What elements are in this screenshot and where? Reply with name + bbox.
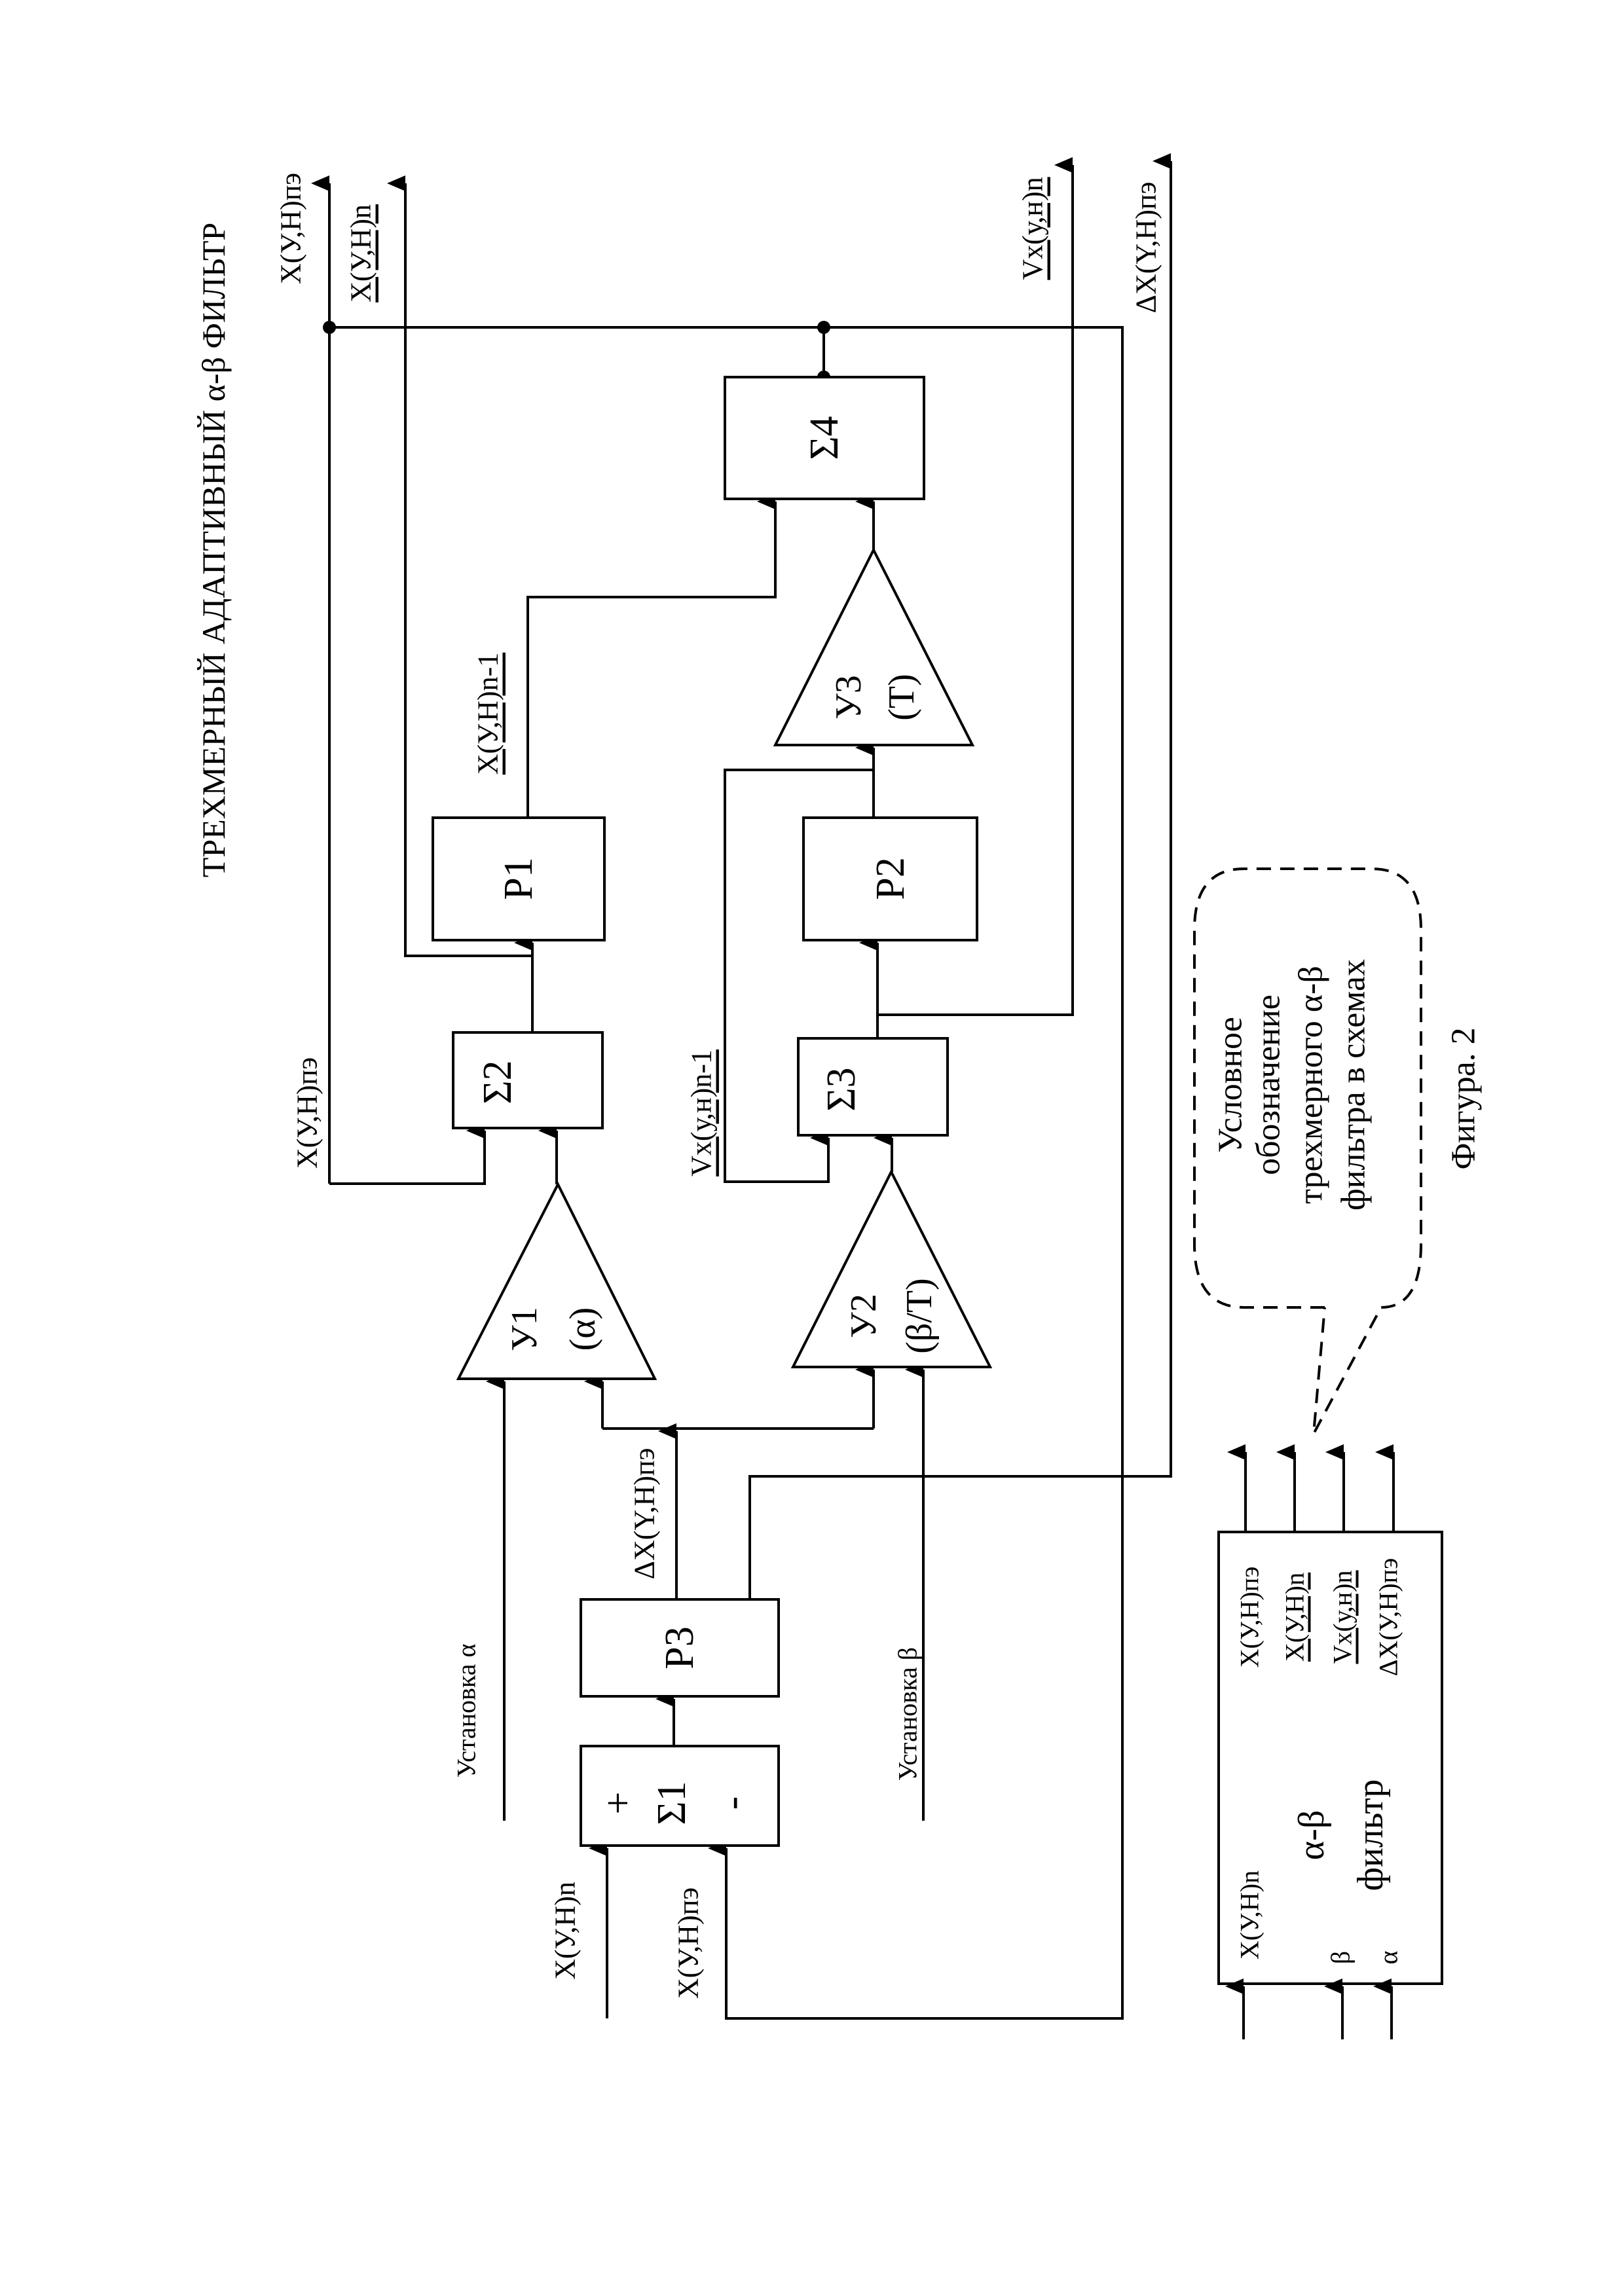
label-input-x-n: X(У,Н)n [549,1882,581,1980]
amp3-gain: (Т) [881,674,922,721]
sigma4-label: Σ4 [802,416,847,460]
amp2-label: У2 [843,1294,884,1338]
sigma1-minus-sign: - [710,1796,754,1810]
callout-line: обозначение [1250,994,1287,1175]
junction-dot [817,321,830,334]
symbol-input-label: β [1326,1951,1356,1964]
sigma2-label: Σ2 [475,1060,520,1104]
symbol-output-label: X(У,Н)пэ [1235,1567,1264,1668]
symbol-output-label: Vx(у,н)n [1328,1571,1357,1664]
label-x-pe-sigma2: X(У,Н)пэ [291,1057,323,1169]
label-input-x-pe: X(У,Н)пэ [673,1887,705,1999]
callout-line: трехмерного α-β [1293,966,1330,1204]
diagram-title: ТРЕХМЕРНЫЙ АДАПТИВНЫЙ α-β ФИЛЬТР [195,223,232,878]
junction-dot [323,321,336,334]
amp2-triangle [793,1172,990,1367]
filter-symbol-block: X(У,Н)пэ X(У,Н)n Vx(у,н)n ΔX(У,Н)пэ α-β … [1219,1452,1442,2039]
symbol-input-label: X(У,Н)n [1235,1870,1264,1959]
output-label-x-pe: X(У,Н)пэ [275,173,307,284]
output-label-vx-n: Vx(у,н)n [1017,177,1049,280]
label-set-alpha: Установка α [452,1644,481,1778]
amp2-gain: (β/Т) [899,1278,940,1354]
sigma1-label: Σ1 [650,1781,694,1825]
sigma1-plus-sign: + [596,1792,640,1815]
symbol-input-label: α [1374,1950,1403,1964]
x-pe-to-sigma2-line [329,1131,485,1184]
amp3-label: У3 [828,675,869,720]
label-dx-pe-mid: ΔX(Y,H)пэ [629,1448,661,1580]
callout-line: Условное [1212,1017,1249,1153]
callout-line: фильтра в схемах [1335,959,1373,1211]
amp1-gain: (α) [563,1307,603,1351]
label-set-beta: Установка β [893,1647,923,1781]
amp1-label: У1 [504,1307,545,1351]
label-x-n-minus-1: X(У,Н)n-1 [472,653,504,774]
symbol-title-line1: α-β [1291,1810,1332,1860]
label-vx-n-minus-1: Vx(у,н)n-1 [686,1049,718,1176]
symbol-output-label: X(У,Н)n [1280,1573,1310,1662]
symbol-output-label: ΔX(У,Н)пэ [1374,1558,1403,1677]
p3-label: P3 [657,1626,702,1669]
output-label-dx-pe: ΔX(Y,H)пэ [1130,182,1162,314]
symbol-title-line2: фильтр [1350,1779,1391,1891]
amp3-triangle [775,550,972,745]
sigma3-label: Σ3 [819,1067,864,1111]
output-label-x-n: X(У,Н)n [345,204,377,302]
p1-label: P1 [496,857,541,900]
figure-caption: Фигура. 2 [1445,1027,1483,1169]
amp1-triangle [458,1184,655,1379]
p2-label: P2 [868,857,913,900]
